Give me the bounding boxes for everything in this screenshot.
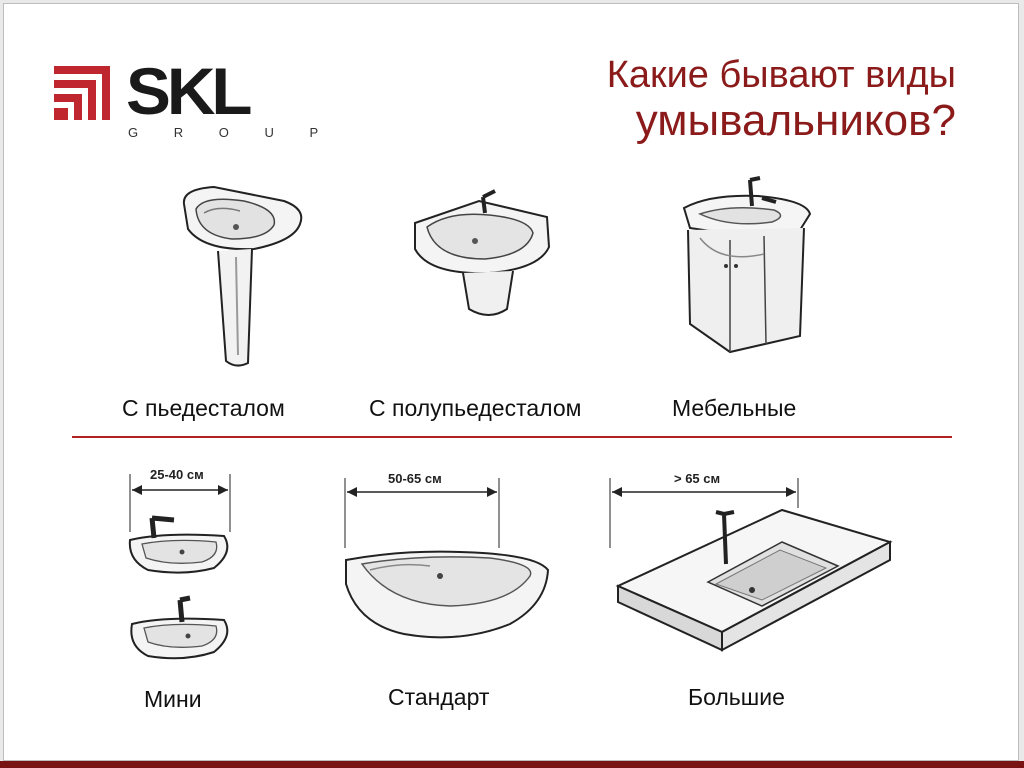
dimension-arrow-mini bbox=[129, 474, 231, 532]
logo-wordmark: SKL bbox=[126, 54, 252, 128]
caption-cabinet: Мебельные bbox=[672, 395, 797, 421]
footer-bar bbox=[0, 761, 1024, 768]
standard-sink-icon bbox=[345, 550, 550, 639]
title-line-1: Какие бывают виды bbox=[606, 54, 956, 96]
caption-mini: Мини bbox=[144, 686, 202, 712]
section-divider bbox=[72, 436, 952, 438]
width-label-mini: 25-40 см bbox=[150, 467, 204, 482]
skl-logo-mark bbox=[54, 66, 110, 120]
width-label-standard: 50-65 см bbox=[388, 471, 442, 486]
caption-large: Большие bbox=[688, 684, 785, 710]
mini-sink-icon bbox=[128, 515, 229, 660]
caption-semi-pedestal: С полупьедесталом bbox=[369, 395, 582, 421]
page-title: Какие бывают виды умывальников? bbox=[607, 54, 956, 146]
width-label-large: > 65 см bbox=[674, 471, 721, 486]
title-line-2: умывальников? bbox=[635, 96, 956, 145]
logo-subtitle: G R O U P bbox=[128, 125, 335, 140]
dimension-arrow-standard bbox=[344, 478, 500, 548]
slide: SKL G R O U P Какие бывают виды умывальн… bbox=[3, 3, 1019, 761]
large-countertop-sink-icon bbox=[615, 508, 893, 652]
dimension-arrow-large bbox=[609, 478, 799, 548]
semi-pedestal-sink-icon bbox=[414, 189, 551, 316]
caption-standard: Стандарт bbox=[388, 684, 490, 710]
cabinet-sink-icon bbox=[682, 176, 812, 354]
caption-pedestal: С пьедесталом bbox=[122, 395, 285, 421]
pedestal-sink-icon bbox=[182, 185, 303, 367]
